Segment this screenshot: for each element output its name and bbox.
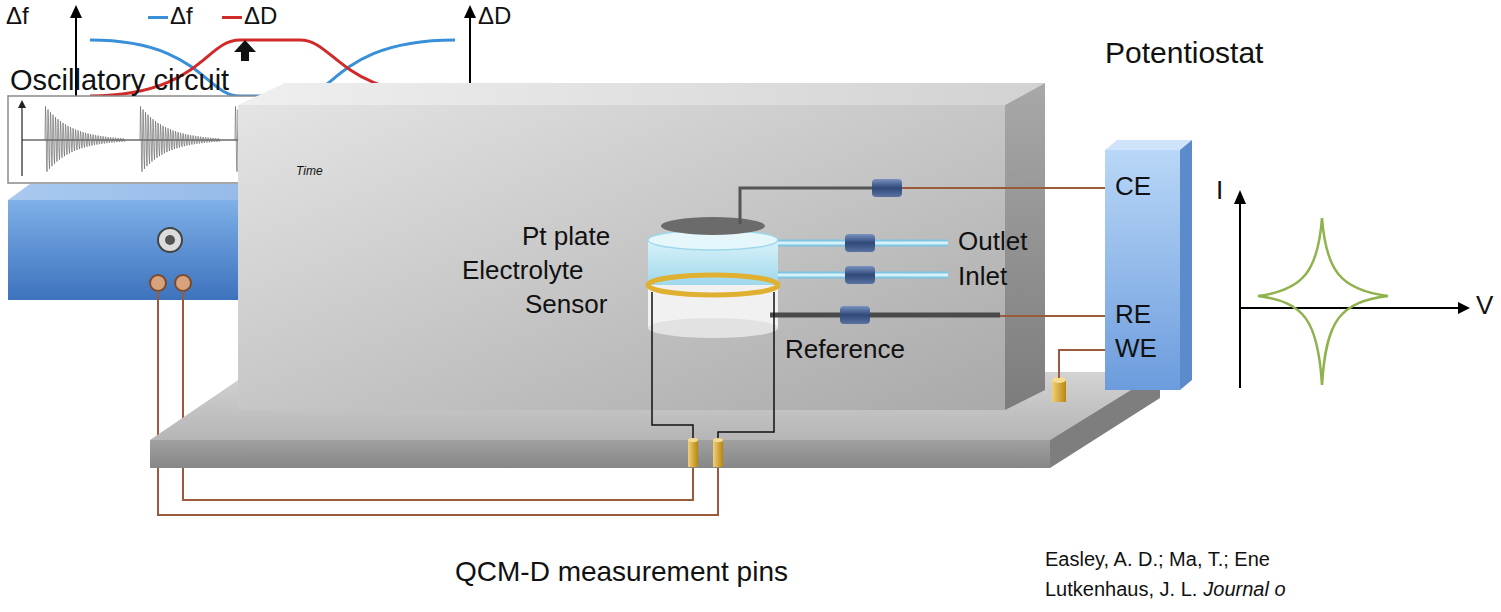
text-holder: V	[1476, 291, 1493, 321]
terminal-name: CE	[1115, 172, 1151, 202]
text-holder: Reference	[785, 335, 905, 365]
instrument-side	[1180, 140, 1192, 390]
text-holder: Time	[296, 161, 323, 179]
part-label: Sensor	[525, 290, 607, 320]
axis-line	[21, 106, 22, 176]
terminal-name: RE	[1115, 300, 1151, 330]
text-holder: RE	[1115, 300, 1151, 330]
arrow-head	[70, 5, 82, 18]
text-holder: Journal o	[1203, 578, 1285, 601]
text-holder: QCM-D measurement pins	[455, 556, 788, 588]
port-label: Outlet	[958, 227, 1027, 257]
signal-arrow	[234, 40, 256, 61]
legend-swatch	[148, 16, 168, 19]
reference-electrode	[770, 313, 1000, 318]
arrow-head	[1458, 302, 1470, 314]
axis-label: I	[1216, 176, 1223, 206]
legend-text: ΔD	[244, 2, 277, 30]
instrument-title: Oscillatory circuit	[10, 64, 229, 97]
text-holder: Oscillatory circuit	[10, 64, 229, 97]
connector	[845, 234, 875, 252]
terminal	[150, 275, 166, 291]
text-holder: Δf	[6, 2, 29, 30]
base-front	[150, 440, 1050, 468]
text-holder: Outlet	[958, 227, 1027, 257]
oscillator-box: Oscillatory circuit	[8, 64, 338, 302]
text-holder: Potentiostat	[1105, 36, 1263, 71]
legend-swatch	[222, 16, 242, 19]
instrument-title: Potentiostat	[1105, 36, 1263, 71]
sensor-crystal	[648, 275, 778, 295]
part-label: Reference	[785, 335, 905, 365]
arrow-head	[18, 100, 26, 108]
pt-plate	[661, 217, 765, 235]
measurement-pin	[688, 440, 698, 467]
voltammogram	[1258, 218, 1388, 385]
text-holder: ΔD	[244, 2, 277, 30]
working-electrode-pin	[1052, 380, 1066, 402]
text-holder: CE	[1115, 172, 1151, 202]
axis-label: V	[1476, 291, 1493, 321]
sensor-lead	[652, 292, 693, 440]
text-holder: Sensor	[525, 290, 607, 320]
measurement-pin	[713, 438, 723, 442]
text-holder: Lutkenhaus, J. L.	[1045, 578, 1197, 601]
measurement-pin	[713, 440, 723, 467]
text-holder: Pt plate	[522, 222, 610, 252]
text-holder: ΔD	[478, 2, 511, 30]
citation: Journal o	[1203, 578, 1285, 601]
part-label: Electrolyte	[462, 256, 583, 286]
connector	[840, 306, 870, 324]
knob	[165, 235, 175, 245]
text-holder: Inlet	[958, 262, 1007, 292]
part-label: QCM-D measurement pins	[455, 556, 788, 588]
wire	[1059, 350, 1105, 378]
wire	[1000, 315, 1105, 317]
sensor-lead	[718, 292, 774, 440]
measurement-pin	[688, 438, 698, 442]
electrode-lead	[740, 188, 872, 224]
citation: Lutkenhaus, J. L.	[1045, 578, 1197, 601]
text-holder: Δf	[170, 2, 193, 30]
instrument-top	[1105, 140, 1192, 150]
arrow-head	[1234, 190, 1246, 204]
connector	[872, 179, 902, 197]
connector	[845, 266, 875, 284]
terminal	[175, 275, 191, 291]
citation: Easley, A. D.; Ma, T.; Ene	[1045, 548, 1270, 571]
part-label: Pt plate	[522, 222, 610, 252]
instrument-front	[1105, 150, 1180, 390]
terminal-name: WE	[1115, 334, 1157, 364]
sensor-holder	[648, 318, 778, 338]
housing-front	[238, 105, 1005, 410]
legend-text: Δf	[170, 2, 193, 30]
port-label: Inlet	[958, 262, 1007, 292]
axis-label: Δf	[6, 2, 29, 30]
potentiostat-box: PotentiostatCE RE WE	[1100, 36, 1315, 398]
wire	[902, 187, 1105, 189]
axis-label: ΔD	[478, 2, 511, 30]
arrow-head	[464, 5, 476, 18]
axis-line	[1239, 204, 1241, 388]
text-holder: I	[1216, 176, 1223, 206]
axis-label: Time	[296, 165, 323, 179]
text-holder: Electrolyte	[462, 256, 583, 286]
text-holder: Easley, A. D.; Ma, T.; Ene	[1045, 548, 1270, 571]
knob	[158, 228, 182, 252]
text-holder: WE	[1115, 334, 1157, 364]
housing-top	[238, 83, 1045, 105]
